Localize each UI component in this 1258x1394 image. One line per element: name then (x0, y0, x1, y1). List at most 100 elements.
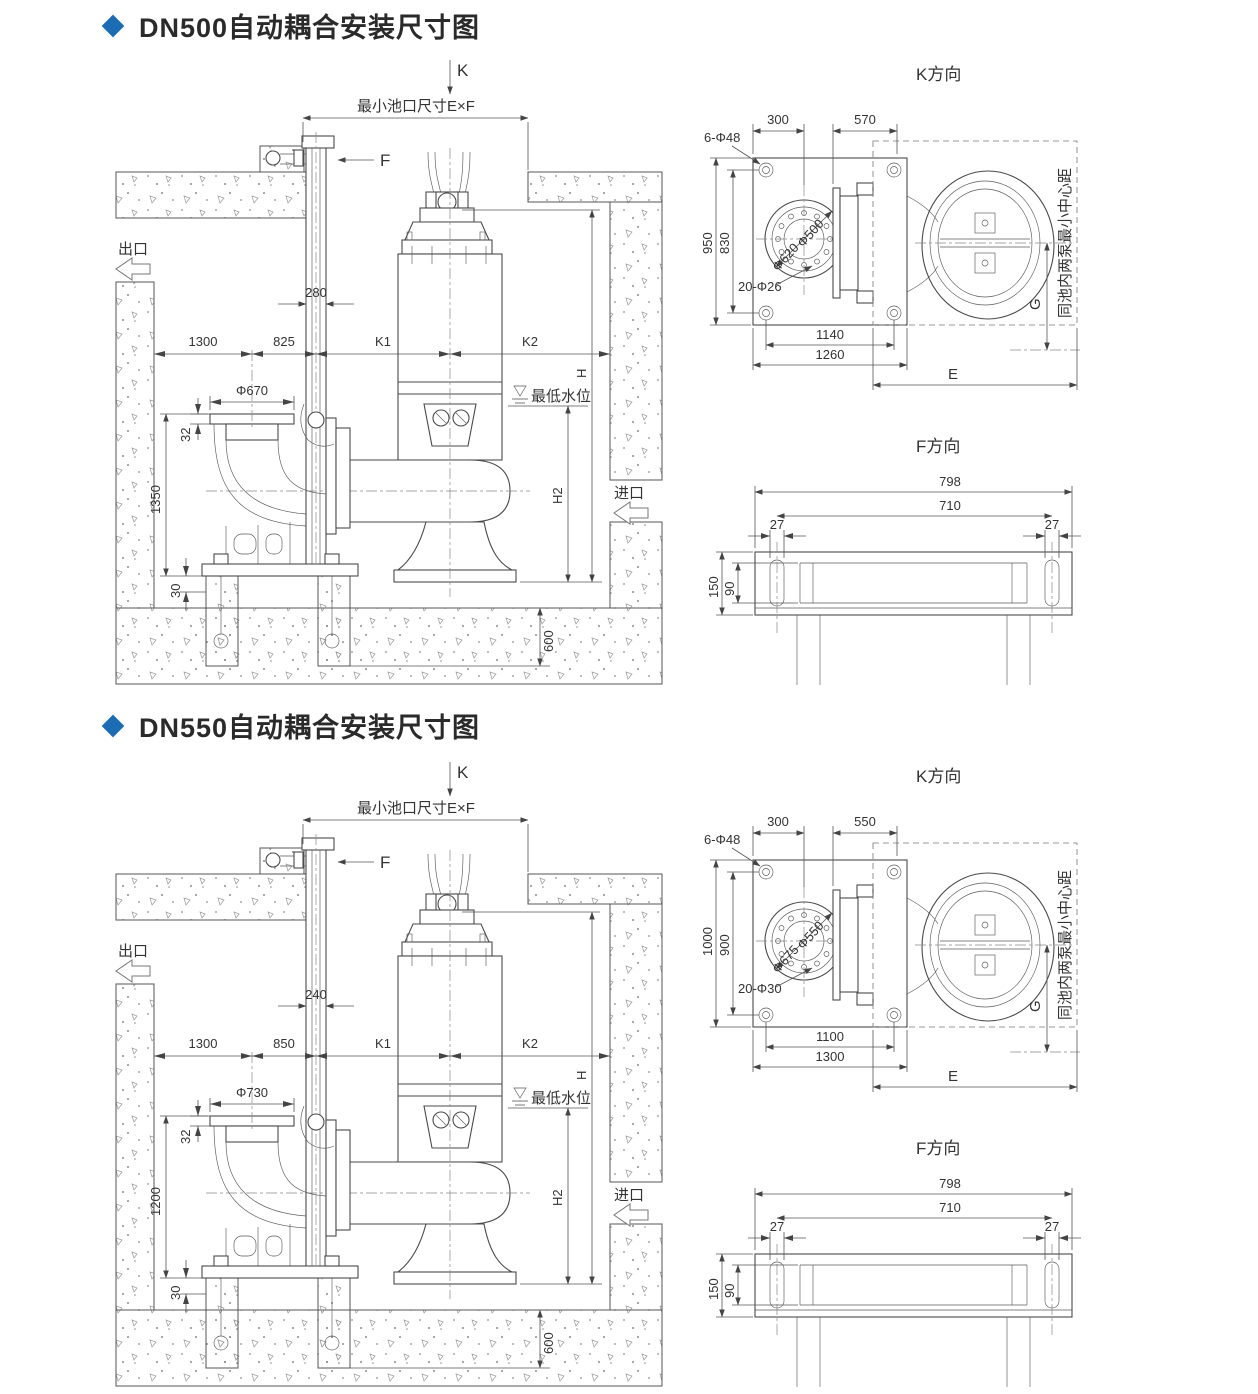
dn550-k-view: K方向 6-Φ (700, 767, 1080, 1092)
dim-g: G (1027, 1000, 1044, 1012)
dim-27-right: 27 (1045, 1219, 1059, 1234)
inlet-arrow-icon (613, 501, 649, 525)
dim-30: 30 (168, 1286, 183, 1300)
bracket-body (754, 542, 1073, 685)
coupling-and-elbow (201, 1052, 359, 1351)
dim-k1: K1 (375, 1036, 391, 1051)
dim-1300: 1300 (189, 334, 218, 349)
rail-width-label: 280 (305, 285, 327, 300)
dimensions: K 最小池口尺寸E×F F 280 1300 825 K1 K2 Φ670 32… (115, 60, 649, 667)
section-title-dn550: DN550自动耦合安装尺寸图 (100, 706, 480, 745)
inlet-arrow-icon (613, 1203, 649, 1227)
pump-center-note: 同池内两泵最小中心距 (1057, 168, 1074, 318)
coupling-and-elbow (201, 350, 359, 649)
concrete-structure (115, 847, 663, 1387)
dim-e: E (948, 1068, 958, 1085)
dim-90: 90 (722, 1284, 737, 1298)
dim-600: 600 (541, 630, 556, 652)
dim-90: 90 (722, 582, 737, 596)
dimensions: 6-Φ48 300 550 1000 900 Φ675 Φ550 20-Φ30 … (700, 814, 1080, 1092)
bracket-body (754, 1244, 1073, 1387)
dim-150: 150 (706, 576, 721, 598)
dim-h2: H2 (550, 1189, 565, 1206)
k-view-title: K方向 (916, 767, 961, 786)
submersible-pump (206, 148, 530, 597)
dim-flange-dia: Φ730 (236, 1085, 268, 1100)
dimensions: 798 710 27 27 150 90 (706, 1176, 1081, 1318)
dimensions: K 最小池口尺寸E×F F 240 1300 850 K1 K2 Φ730 32… (115, 762, 649, 1369)
coupling-stand (832, 884, 939, 1006)
corner-hole-note: 6-Φ48 (704, 832, 740, 847)
dim-1140: 1140 (816, 327, 844, 342)
submersible-pump (206, 850, 530, 1299)
dim-550: 550 (854, 814, 876, 829)
dim-1300: 1300 (189, 1036, 218, 1051)
page-title: DN500自动耦合安装尺寸图 (139, 13, 481, 43)
inlet-label: 进口 (614, 1187, 644, 1204)
dim-570: 570 (854, 112, 876, 127)
bolt-hole-note: 20-Φ26 (738, 279, 782, 294)
dim-830: 830 (717, 232, 732, 254)
k-direction-label: K (457, 763, 469, 782)
dim-710: 710 (939, 498, 961, 513)
dim-1200: 1200 (148, 1187, 163, 1216)
dim-798: 798 (939, 1176, 961, 1191)
dim-798: 798 (939, 474, 961, 489)
dim-e: E (948, 366, 958, 383)
dim-1350: 1350 (148, 485, 163, 514)
dim-h: H (574, 369, 589, 378)
dim-27-left: 27 (770, 517, 784, 532)
bolt-hole-note: 20-Φ30 (738, 981, 782, 996)
dim-300: 300 (767, 112, 789, 127)
base-plate (752, 157, 908, 326)
dim-900: 900 (717, 934, 732, 956)
outlet-arrow-icon (115, 257, 151, 281)
dim-1300: 1300 (816, 1049, 845, 1064)
dim-1000: 1000 (700, 927, 715, 956)
dim-k2: K2 (522, 334, 538, 349)
dim-1260: 1260 (816, 347, 845, 362)
dn500-main-drawing: K 最小池口尺寸E×F F 280 1300 825 K1 K2 Φ670 32… (115, 60, 663, 685)
dim-h2: H2 (550, 487, 565, 504)
outlet-label: 出口 (118, 943, 148, 960)
dimensions: 798 710 27 27 150 90 (706, 474, 1081, 616)
dim-h: H (574, 1071, 589, 1080)
dim-k2: K2 (522, 1036, 538, 1051)
dim-950: 950 (700, 232, 715, 254)
rail-width-label: 240 (305, 987, 327, 1002)
page-title: DN550自动耦合安装尺寸图 (139, 713, 481, 743)
section-title-dn500: DN500自动耦合安装尺寸图 (100, 6, 480, 45)
dn550-main-drawing: K 最小池口尺寸E×F F 240 1300 850 K1 K2 Φ730 32… (115, 762, 663, 1387)
k-view-title: K方向 (916, 65, 961, 84)
corner-hole-note: 6-Φ48 (704, 130, 740, 145)
concrete-structure (115, 145, 663, 685)
dim-27-right: 27 (1045, 517, 1059, 532)
dim-150: 150 (706, 1278, 721, 1300)
pump-center-note: 同池内两泵最小中心距 (1057, 870, 1074, 1020)
min-water-level-label: 最低水位 (531, 1090, 591, 1107)
dim-k1: K1 (375, 334, 391, 349)
dim-32: 32 (178, 1130, 193, 1144)
dim-30: 30 (168, 584, 183, 598)
dim-850: 850 (273, 1036, 295, 1051)
outlet-label: 出口 (118, 241, 148, 258)
inlet-label: 进口 (614, 485, 644, 502)
f-view-title: F方向 (916, 1139, 960, 1158)
k-direction-label: K (457, 61, 469, 80)
dim-825: 825 (273, 334, 295, 349)
diamond-bullet-icon (101, 714, 125, 737)
dim-32: 32 (178, 428, 193, 442)
volute-casing (915, 170, 1072, 320)
base-plate (752, 859, 908, 1028)
pool-size-label: 最小池口尺寸E×F (357, 800, 475, 817)
dn550-f-view: F方向 798 710 27 27 150 90 (706, 1139, 1081, 1387)
f-direction-label: F (380, 151, 390, 170)
dim-g: G (1027, 298, 1044, 310)
f-view-title: F方向 (916, 437, 960, 456)
dim-27-left: 27 (770, 1219, 784, 1234)
dimensions: 6-Φ48 300 570 950 830 Φ620 Φ500 20-Φ26 1… (700, 112, 1080, 390)
dim-300: 300 (767, 814, 789, 829)
outlet-arrow-icon (115, 959, 151, 983)
dim-710: 710 (939, 1200, 961, 1215)
min-water-level-label: 最低水位 (531, 388, 591, 405)
